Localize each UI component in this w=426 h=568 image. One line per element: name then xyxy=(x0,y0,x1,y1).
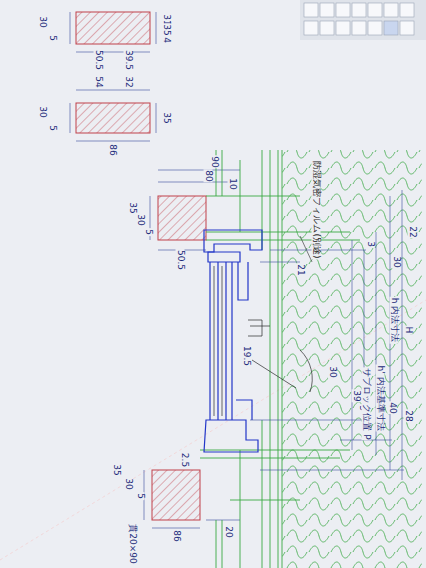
dimension-value: 86 xyxy=(108,143,117,156)
dimension-value: 22 xyxy=(408,225,417,238)
dimension-value: 2.5 xyxy=(180,452,189,468)
dimension-value: 50.5 xyxy=(94,49,103,71)
dimension-label: h 内法寸法 xyxy=(390,297,399,344)
dimension-value: 30 xyxy=(392,255,401,268)
dimension-value: 35 xyxy=(162,111,171,124)
dimension-value: 5 xyxy=(48,124,57,132)
dimension-value: 35 xyxy=(162,23,171,36)
dimension-value: 39 xyxy=(352,389,361,402)
dimension-label: サブロック位置 P xyxy=(362,367,371,440)
dimension-value: 30 xyxy=(328,365,337,378)
dimension-value: 10 xyxy=(228,177,237,190)
dimension-value: 30 xyxy=(136,213,145,226)
dimension-value: 30 xyxy=(38,105,47,118)
dimension-label: H xyxy=(404,326,413,335)
dimension-value: 20 xyxy=(224,525,233,538)
dimension-value: 32 xyxy=(124,75,133,88)
dimension-value: 4 xyxy=(162,36,171,44)
dimension-value: 86 xyxy=(172,529,181,542)
dimension-value: 21 xyxy=(296,263,305,276)
dimension-value: 5 xyxy=(136,492,145,500)
dimension-value: 30 xyxy=(124,477,133,490)
dimension-value: 90 xyxy=(210,155,219,168)
dimension-value: 40 xyxy=(388,401,397,414)
dimension-value: 54 xyxy=(94,75,103,88)
dimension-value: 3 xyxy=(366,240,375,248)
dimension-value: 80 xyxy=(204,169,213,182)
dimension-value: 39.5 xyxy=(124,49,133,71)
dimension-value: 19.5 xyxy=(242,345,251,367)
dimension-value: 50.5 xyxy=(176,249,185,271)
note-label: 防湿気密フィルム(別途) xyxy=(312,160,321,259)
dimension-value: 30 xyxy=(38,15,47,28)
dimension-value: 35 xyxy=(112,463,121,476)
dimension-label: h' 内法基準寸法 xyxy=(376,364,385,431)
dimension-value: 28 xyxy=(404,409,413,422)
part-name: 貫20×90 xyxy=(128,524,137,565)
dimension-value: 5 xyxy=(144,228,153,236)
dimension-value: 5 xyxy=(48,34,57,42)
